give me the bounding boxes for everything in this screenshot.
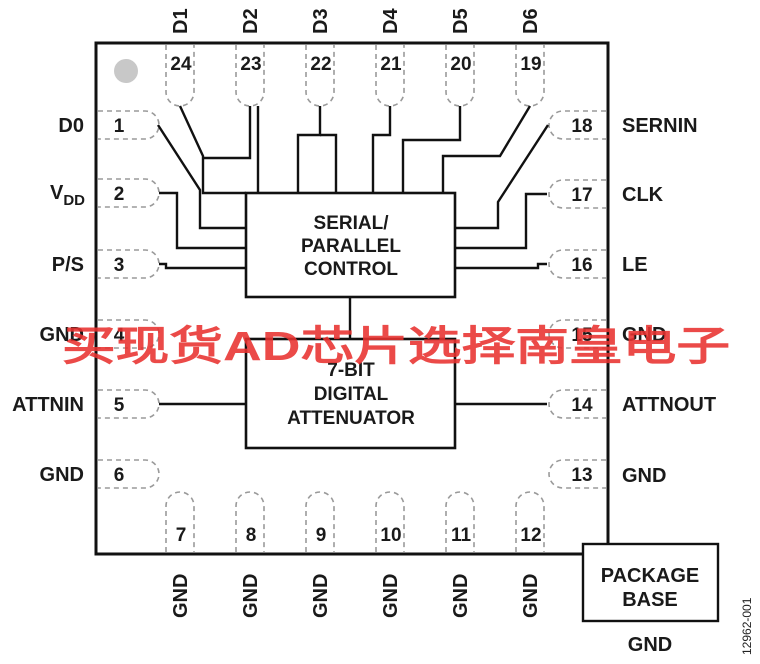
pad-pin-5 bbox=[98, 389, 160, 419]
figure-id: 12962-001 bbox=[740, 597, 754, 655]
watermark-text: 买现货AD芯片选择南皇电子 bbox=[62, 323, 730, 369]
pin-number-12: 12 bbox=[520, 525, 541, 546]
pin-name-18: SERNIN bbox=[622, 115, 698, 137]
pin-name-2-sub: DD bbox=[63, 192, 85, 209]
wire-pin-20 bbox=[401, 106, 462, 193]
wire-pin-22 bbox=[296, 106, 322, 193]
pin-number-13: 13 bbox=[571, 465, 592, 486]
pin-name-6: GND bbox=[40, 464, 84, 486]
pin-number-11: 11 bbox=[451, 525, 472, 546]
digital-attenuator-block bbox=[244, 337, 457, 450]
pad-pin-14 bbox=[548, 389, 606, 419]
serial-parallel-control-block bbox=[244, 191, 457, 299]
pin-number-16: 16 bbox=[571, 255, 592, 276]
pin-number-1: 1 bbox=[114, 116, 125, 137]
pin-name-2: VDD bbox=[50, 182, 85, 209]
package-base-line-2: BASE bbox=[622, 589, 678, 611]
pin-name-17: CLK bbox=[622, 184, 664, 206]
control-block-line-1: SERIAL/ bbox=[314, 213, 390, 234]
control-block-line-2: PARALLEL bbox=[301, 236, 401, 257]
pin-number-3: 3 bbox=[114, 255, 125, 276]
pin-name-14: ATTNOUT bbox=[622, 394, 716, 416]
pad-pin-3 bbox=[98, 249, 160, 279]
pad-pin-17 bbox=[548, 179, 606, 209]
pin-number-22: 22 bbox=[310, 54, 331, 75]
pin-number-20: 20 bbox=[450, 54, 471, 75]
pad-pin-13 bbox=[548, 459, 606, 489]
pin-name-22: D3 bbox=[310, 8, 332, 34]
pin-name-11: GND bbox=[450, 574, 472, 618]
package-base-box bbox=[581, 542, 720, 623]
pin-name-3: P/S bbox=[52, 254, 84, 276]
pin-name-13: GND bbox=[622, 465, 666, 487]
pin-name-20: D5 bbox=[450, 8, 472, 34]
wire-pin-18 bbox=[455, 124, 550, 230]
pad-pin-18 bbox=[548, 110, 606, 140]
pin-number-24: 24 bbox=[170, 54, 192, 75]
pin-number-5: 5 bbox=[114, 395, 125, 416]
pin1-indicator-dot bbox=[114, 59, 138, 83]
pin-number-9: 9 bbox=[316, 525, 327, 546]
wire-pin-22b bbox=[320, 133, 338, 193]
pin-number-18: 18 bbox=[571, 116, 592, 137]
wire-pin-3 bbox=[159, 262, 246, 270]
pin-number-10: 10 bbox=[380, 525, 401, 546]
pin-name-24: D1 bbox=[170, 8, 192, 34]
pin-number-15: 15 bbox=[571, 325, 593, 346]
pin-name-8: GND bbox=[240, 574, 262, 618]
wire-pin-1 bbox=[156, 124, 246, 230]
wire-pin-2 bbox=[159, 191, 246, 250]
wire-pin-19 bbox=[441, 105, 532, 193]
pin-name-19: D6 bbox=[520, 8, 542, 34]
pad-pin-10 bbox=[375, 491, 405, 552]
pin-name-10: GND bbox=[380, 574, 402, 618]
pin-number-4: 4 bbox=[114, 325, 125, 346]
package-base-gnd-label: GND bbox=[628, 634, 672, 656]
pin-number-7: 7 bbox=[176, 525, 187, 546]
pin-number-21: 21 bbox=[380, 54, 402, 75]
pin-number-19: 19 bbox=[520, 54, 541, 75]
pin-number-14: 14 bbox=[571, 395, 593, 416]
wire-pin-23 bbox=[203, 106, 252, 160]
package-outline bbox=[94, 41, 610, 556]
package-base-line-1: PACKAGE bbox=[601, 565, 700, 587]
pad-pin-9 bbox=[305, 491, 335, 552]
pin-name-1: D0 bbox=[58, 115, 84, 137]
pad-pin-11 bbox=[445, 491, 475, 552]
pad-pin-1 bbox=[98, 110, 160, 140]
pin-name-9: GND bbox=[310, 574, 332, 618]
pin-number-23: 23 bbox=[240, 54, 261, 75]
pin-name-12: GND bbox=[520, 574, 542, 618]
wire-pin-21 bbox=[371, 106, 392, 193]
pad-pin-7 bbox=[165, 491, 195, 552]
wire-pin-17 bbox=[455, 192, 547, 250]
control-block-line-3: CONTROL bbox=[304, 259, 398, 280]
pin-name-15: GND bbox=[622, 324, 666, 346]
pin-name-16: LE bbox=[622, 254, 648, 276]
attenuator-block-line-1: 7-BIT bbox=[327, 360, 375, 381]
pin-number-8: 8 bbox=[246, 525, 257, 546]
pin-number-17: 17 bbox=[571, 185, 592, 206]
pin-number-6: 6 bbox=[114, 465, 125, 486]
wire-pin-16 bbox=[455, 262, 547, 270]
pad-pin-15 bbox=[548, 319, 606, 349]
pin-name-2-main: V bbox=[50, 182, 64, 204]
attenuator-block-line-2: DIGITAL bbox=[314, 384, 389, 405]
pad-pin-16 bbox=[548, 249, 606, 279]
pin-name-23: D2 bbox=[240, 8, 262, 34]
pin-number-2: 2 bbox=[114, 184, 125, 205]
pin-name-21: D4 bbox=[380, 8, 402, 34]
wire-pin-24 bbox=[178, 105, 246, 195]
pad-pin-6 bbox=[98, 459, 160, 489]
pin-name-7: GND bbox=[170, 574, 192, 618]
pad-pin-2 bbox=[98, 178, 160, 208]
attenuator-block-line-3: ATTENUATOR bbox=[287, 408, 415, 429]
pin-name-4: GND bbox=[40, 324, 84, 346]
pin-name-5: ATTNIN bbox=[12, 394, 84, 416]
pad-pin-12 bbox=[515, 491, 545, 552]
pad-pin-8 bbox=[235, 491, 265, 552]
